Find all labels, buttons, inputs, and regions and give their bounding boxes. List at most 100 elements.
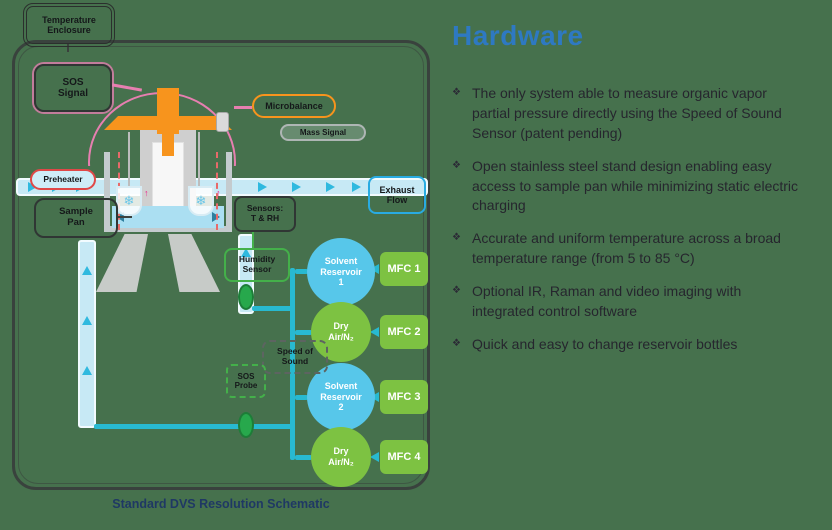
- hardware-panel: Hardware ❖ The only system able to measu…: [452, 20, 804, 355]
- label-line: Sound: [281, 356, 309, 366]
- label-line: SOS: [62, 76, 84, 88]
- bullet-text: Accurate and uniform temperature across …: [472, 230, 781, 267]
- flow-arrow-icon: [352, 182, 361, 192]
- label-line: 1: [338, 277, 344, 288]
- diamond-bullet-icon: ❖: [452, 232, 461, 244]
- mfc-1: MFC 1: [380, 252, 428, 286]
- label-line: Preheater: [43, 173, 83, 184]
- tube-dryair2: [295, 455, 312, 460]
- label-line: Sample: [59, 206, 93, 218]
- flow-arrow-icon: [292, 182, 301, 192]
- label-line: Flow: [386, 195, 408, 205]
- diamond-bullet-icon: ❖: [452, 337, 461, 349]
- dry-air-n2-1: Dry Air/N₂: [311, 302, 371, 362]
- flow-arrow-icon: [258, 182, 267, 192]
- sample-pan-connector: [118, 216, 132, 218]
- label-line: Dry: [333, 446, 349, 457]
- solvent-reservoir-2: Solvent Reservoir 2: [307, 363, 375, 431]
- label-line: Enclosure: [47, 25, 91, 35]
- dome-side-port: [216, 112, 229, 132]
- dry-air-n2-2: Dry Air/N₂: [311, 427, 371, 487]
- flow-arrow-icon: [241, 248, 251, 257]
- bullet-list: ❖ The only system able to measure organi…: [452, 84, 804, 355]
- tube-reservoir2: [295, 395, 308, 400]
- bullet-item: ❖ Quick and easy to change reservoir bot…: [452, 335, 804, 355]
- diagram-caption: Standard DVS Resolution Schematic: [112, 497, 330, 511]
- humidity-sensor-label: Humidity Sensor: [224, 248, 290, 282]
- solvent-reservoir-1: Solvent Reservoir 1: [307, 238, 375, 306]
- tube-dryair1: [295, 330, 312, 335]
- bullet-item: ❖ Optional IR, Raman and video imaging w…: [452, 282, 804, 322]
- solvent-valve-1: [238, 284, 254, 310]
- label-line: Solvent: [324, 380, 358, 391]
- diamond-bullet-icon: ❖: [452, 159, 461, 171]
- label-line: Mass Signal: [299, 127, 347, 137]
- diamond-bullet-icon: ❖: [452, 285, 461, 296]
- bullet-text: Quick and easy to change reservoir bottl…: [472, 335, 738, 352]
- hangdown-wire: [128, 132, 130, 188]
- exhaust-flow-label: Exhaust Flow: [368, 176, 426, 214]
- label-line: Exhaust: [379, 184, 415, 195]
- snowflake-icon: ❄: [123, 193, 135, 208]
- label-line: Microbalance: [265, 100, 323, 111]
- mfc-3: MFC 3: [380, 380, 428, 414]
- temperature-enclosure-outline: [12, 40, 430, 490]
- pan-arrow-icon: ↑: [216, 188, 221, 198]
- sample-chamber: [104, 152, 232, 232]
- bullet-text: Optional IR, Raman and video imaging wit…: [472, 283, 742, 319]
- manifold-tube-vertical: [290, 268, 295, 460]
- tube-reservoir1: [295, 269, 308, 274]
- label-line: 2: [338, 402, 344, 413]
- flow-arrow-icon: [370, 452, 379, 462]
- label-line: SOS: [237, 371, 255, 381]
- mfc-2: MFC 2: [380, 315, 428, 349]
- label-line: Solvent: [324, 255, 358, 266]
- solvent-valve-2: [238, 412, 254, 438]
- label-line: Temperature: [42, 14, 96, 25]
- hangdown-wire: [198, 132, 200, 188]
- label-line: Pan: [67, 217, 85, 228]
- balance-beam: [104, 116, 232, 130]
- label-line: Sensor: [242, 264, 272, 274]
- label-line: Reservoir: [320, 266, 362, 277]
- label-line: Air/N₂: [328, 332, 354, 342]
- label-line: T & RH: [250, 213, 280, 223]
- label-line: Signal: [57, 88, 88, 99]
- label-line: Dry: [333, 321, 349, 332]
- enclosure-label-connector: [67, 44, 69, 52]
- microbalance-label: Microbalance: [252, 94, 336, 118]
- mfc-4: MFC 4: [380, 440, 428, 474]
- preheater-label: Preheater: [30, 169, 96, 190]
- label-line: Air/N₂: [328, 457, 354, 467]
- sample-pan-glass: ❄: [116, 186, 142, 216]
- flow-arrow-icon: [82, 366, 92, 375]
- flow-arrow-icon: [370, 327, 379, 337]
- bullet-item: ❖ The only system able to measure organi…: [452, 84, 804, 144]
- flow-arrow-icon: [82, 266, 92, 275]
- bullet-item: ❖ Accurate and uniform temperature acros…: [452, 229, 804, 269]
- balance-beam-lower-stem: [162, 130, 174, 156]
- heater-zone-line: [216, 152, 218, 230]
- microbalance-connector: [234, 106, 252, 109]
- reference-pan-glass: ❄: [188, 186, 214, 216]
- pan-arrow-icon: ↑: [144, 188, 149, 198]
- diamond-bullet-icon: ❖: [452, 87, 461, 98]
- sos-signal-label: SOS Signal: [34, 64, 112, 112]
- sensors-label: Sensors: T & RH: [234, 196, 296, 232]
- bullet-text: The only system able to measure organic …: [472, 85, 782, 141]
- tube-junction-lower: [94, 424, 292, 429]
- bullet-text: Open stainless steel stand design enabli…: [472, 157, 799, 214]
- bullet-item: ❖ Open stainless steel stand design enab…: [452, 157, 804, 217]
- speed-of-sound-label: Speed of Sound: [262, 340, 328, 374]
- temperature-enclosure-label: Temperature Enclosure: [23, 3, 115, 47]
- label-line: Sensors:: [246, 203, 284, 214]
- snowflake-icon: ❄: [195, 193, 207, 208]
- label-line: Speed of: [277, 346, 313, 357]
- mass-signal-label: Mass Signal: [280, 124, 366, 141]
- label-line: Reservoir: [320, 391, 362, 402]
- sample-pan-label: Sample Pan: [34, 198, 118, 238]
- label-line: Probe: [234, 381, 258, 390]
- sos-probe-label: SOS Probe: [226, 364, 266, 398]
- label-line: Humidity: [238, 254, 276, 265]
